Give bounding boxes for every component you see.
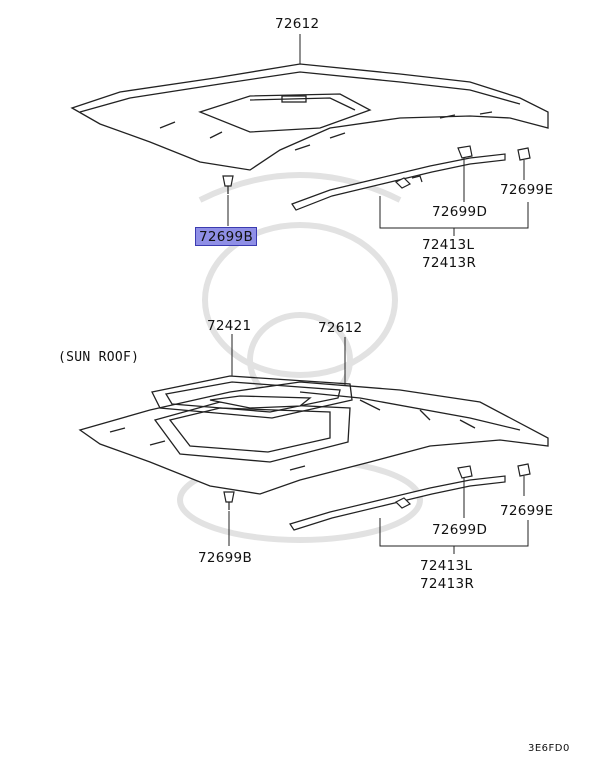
label-72699e-top[interactable]: 72699E [500, 182, 554, 198]
label-72699d-bottom[interactable]: 72699D [432, 522, 488, 538]
top-headlining-panel[interactable] [70, 63, 549, 171]
top-clip-d[interactable] [457, 145, 473, 159]
label-72699d-top[interactable]: 72699D [432, 204, 488, 220]
top-clip-b[interactable] [222, 175, 234, 194]
label-72699b-bottom[interactable]: 72699B [198, 550, 253, 566]
bottom-headlining-panel[interactable] [78, 381, 549, 495]
bottom-clip-d[interactable] [457, 465, 473, 479]
label-72413l-bottom[interactable]: 72413L [420, 558, 473, 574]
bottom-trim-rail[interactable] [289, 475, 506, 531]
top-clip-e[interactable] [517, 147, 531, 161]
label-72413r-bottom[interactable]: 72413R [420, 576, 475, 592]
label-72699e-bottom[interactable]: 72699E [500, 503, 554, 519]
bottom-clip-b[interactable] [223, 491, 235, 510]
sunroof-weatherstrip[interactable] [151, 375, 353, 419]
label-72612-top[interactable]: 72612 [275, 16, 320, 32]
top-trim-rail[interactable] [291, 153, 506, 211]
label-72413l-top[interactable]: 72413L [422, 237, 475, 253]
label-72413r-top[interactable]: 72413R [422, 255, 477, 271]
label-72612-bottom[interactable]: 72612 [318, 320, 363, 336]
label-72421[interactable]: 72421 [207, 318, 252, 334]
figure-code: 3E6FD0 [528, 743, 570, 754]
bottom-clip-e[interactable] [517, 463, 531, 477]
sunroof-caption: (SUN ROOF) [58, 350, 140, 365]
label-72699b-top-highlighted[interactable]: 72699B [195, 227, 258, 246]
